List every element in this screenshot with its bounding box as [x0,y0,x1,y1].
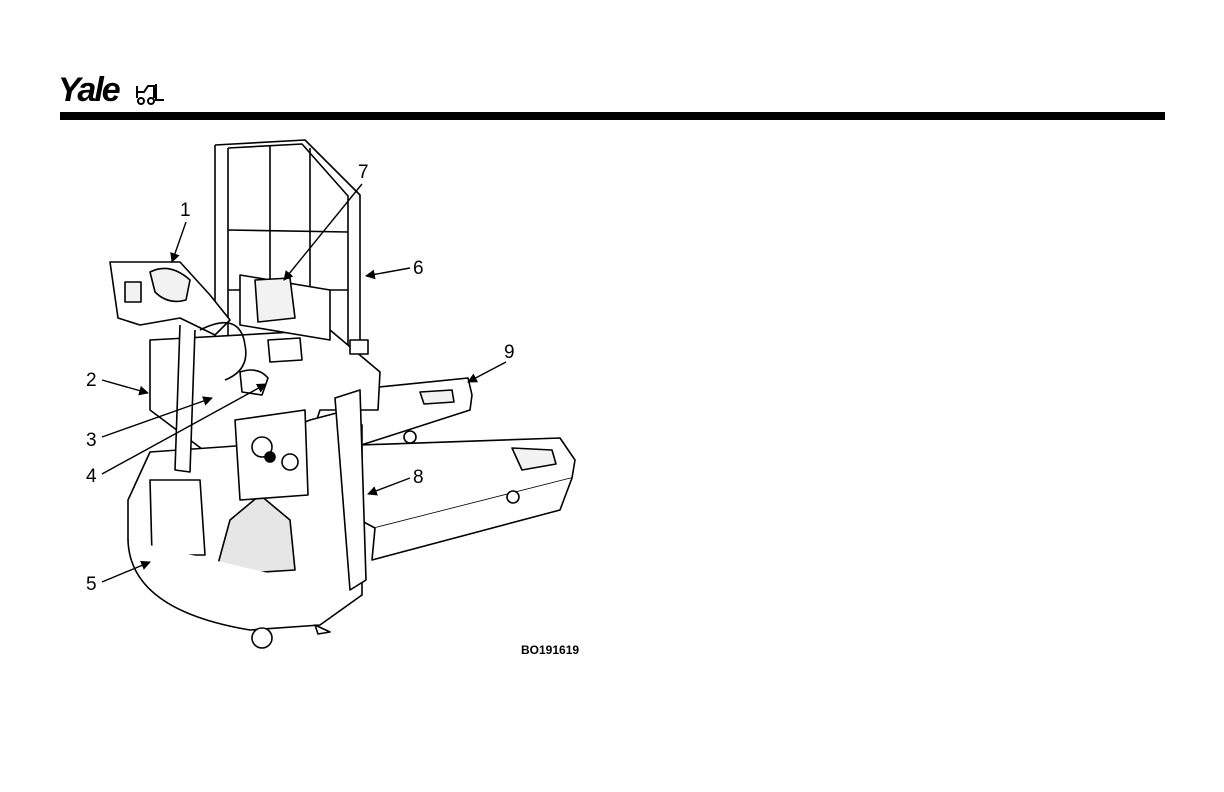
fork-right [360,438,575,560]
callout-label: 1 [180,200,191,221]
callout-7: 7 [284,162,369,280]
callout-label: 2 [86,370,97,391]
callout-label: 7 [358,162,369,183]
callout-label: 4 [86,466,97,487]
callout-label: 6 [413,258,424,279]
callout-6: 6 [366,258,424,279]
callout-label: 8 [413,467,424,488]
callout-label: 3 [86,430,97,451]
control-panel [235,410,308,500]
callout-9: 9 [468,342,515,382]
figure-code: BO191619 [521,643,579,657]
callout-1: 1 [172,200,191,262]
callout-label: 5 [86,574,97,595]
callout-2: 2 [86,370,148,393]
callout-label: 9 [504,342,515,363]
